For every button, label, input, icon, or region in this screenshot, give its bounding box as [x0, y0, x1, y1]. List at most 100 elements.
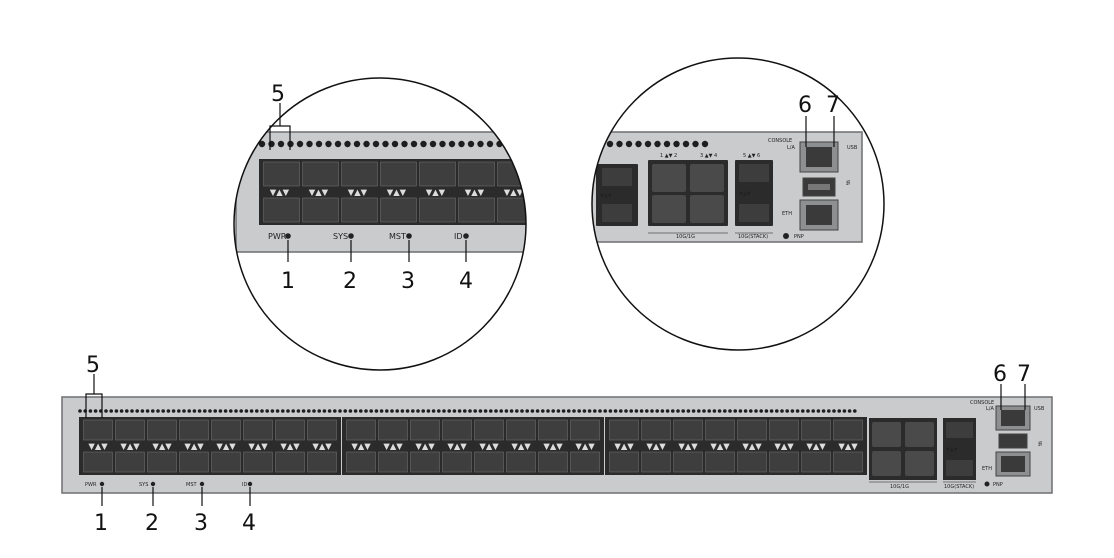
port-status-arrows: ▼▲▼ — [575, 441, 595, 451]
chassis-stack-label: 10G(STACK) — [944, 484, 974, 490]
port-bottom — [419, 197, 456, 223]
mst-label: MST — [389, 232, 406, 241]
port-top — [442, 419, 472, 441]
la-label: L/A — [787, 145, 795, 151]
port-top — [83, 419, 113, 441]
port-status-arrows: ▼▲▼ — [184, 441, 204, 451]
port-status-arrows: ▼▲▼ — [415, 441, 435, 451]
port-top — [179, 419, 209, 441]
vent-hole — [333, 409, 337, 413]
port-bottom — [737, 451, 767, 473]
vent-hole — [268, 140, 275, 148]
vent-hole — [145, 409, 150, 413]
vent-hole — [723, 409, 727, 413]
pwr-label: PWR — [268, 232, 287, 241]
port-top — [302, 161, 339, 187]
left-zoom-port-block: ▼▲▼▼▲▼▼▲▼▼▲▼▼▲▼▼▲▼▼▲▼ — [259, 159, 526, 225]
vent-hole — [265, 409, 270, 413]
vent-hole — [421, 409, 426, 413]
vent-hole — [223, 409, 228, 413]
access-port-blocks: ▼▲▼▼▲▼▼▲▼▼▲▼▼▲▼▼▲▼▼▲▼▼▲▼▼▲▼▼▲▼▼▲▼▼▲▼▼▲▼▼… — [79, 417, 867, 475]
port-top — [419, 161, 456, 187]
vent-hole — [431, 409, 436, 413]
vent-hole — [624, 409, 628, 413]
vent-hole — [712, 409, 717, 413]
vent-hole — [795, 409, 800, 413]
vent-hole — [613, 409, 618, 413]
port-status-arrows: ▼▲▼ — [511, 441, 531, 451]
vent-hole — [322, 409, 327, 413]
port-status-arrows: ▼▲▼ — [348, 187, 368, 197]
vent-hole — [780, 409, 784, 413]
vent-hole — [317, 409, 322, 413]
port-bottom — [833, 451, 863, 473]
port-bottom — [570, 451, 600, 473]
port-bottom — [341, 197, 378, 223]
svg-text:3 ▲▼ 4: 3 ▲▼ 4 — [700, 153, 717, 159]
port-top — [378, 419, 408, 441]
vent-hole — [382, 140, 389, 148]
port-bottom — [380, 197, 417, 223]
mst-led — [406, 233, 412, 239]
port-bottom — [538, 451, 568, 473]
vent-hole — [93, 409, 98, 413]
vent-hole — [520, 409, 524, 413]
callout-7: 7 — [1017, 362, 1031, 387]
port-top — [641, 419, 671, 441]
port-top — [380, 161, 417, 187]
pwr-led — [285, 233, 291, 239]
port-status-arrows: ▼▲▼ — [806, 441, 826, 451]
port-bottom — [673, 451, 703, 473]
vent-hole — [130, 409, 134, 413]
vent-hole — [515, 140, 522, 148]
vent-hole — [759, 409, 763, 413]
vent-hole — [277, 140, 285, 148]
vent-hole — [676, 409, 680, 413]
chassis-pnp-button[interactable] — [984, 481, 990, 487]
sys-label: SYS — [333, 232, 348, 241]
vent-hole — [582, 409, 587, 413]
vent-hole — [203, 409, 207, 413]
port-bottom — [275, 451, 305, 473]
vent-hole — [135, 409, 139, 413]
callout-2-zoom: 2 — [343, 269, 357, 294]
vent-hole — [192, 409, 197, 413]
vent-hole — [258, 140, 266, 148]
vent-hole — [410, 140, 418, 148]
vent-hole — [416, 409, 420, 413]
svg-text:▼▲▼: ▼▲▼ — [946, 447, 958, 453]
vent-hole — [561, 409, 566, 413]
vent-hole — [109, 409, 113, 413]
chassis-pwr-led — [99, 481, 105, 487]
vent-hole — [315, 140, 323, 148]
vent-hole — [353, 140, 361, 148]
vent-hole — [239, 409, 243, 413]
vent-hole — [832, 409, 836, 413]
stack-sfp-block: ▼▲▼ 5 ▲▼ 6 — [735, 153, 773, 226]
vent-hole — [447, 409, 452, 413]
vent-hole — [234, 409, 238, 413]
pnp-button[interactable] — [783, 233, 789, 239]
right-zoom-vent-holes — [606, 140, 709, 148]
port-bottom — [115, 451, 145, 473]
chassis-usb-port[interactable] — [998, 433, 1028, 449]
vent-hole — [208, 409, 212, 413]
vent-hole — [156, 409, 160, 413]
left-zoom-circle — [233, 77, 527, 371]
port-status-arrows: ▼▲▼ — [678, 441, 698, 451]
port-bottom — [458, 197, 495, 223]
port-top — [243, 419, 273, 441]
port-status-arrows: ▼▲▼ — [614, 441, 634, 451]
vent-hole — [182, 409, 186, 413]
port-top — [147, 419, 177, 441]
port-top — [341, 161, 378, 187]
port-top — [506, 419, 536, 441]
vent-hole — [411, 409, 415, 413]
port-bottom — [705, 451, 735, 473]
vent-hole — [691, 409, 696, 413]
vent-hole — [837, 409, 841, 413]
vent-hole — [275, 409, 280, 413]
vent-hole — [119, 409, 124, 413]
vent-hole — [645, 409, 649, 413]
vent-hole — [171, 409, 176, 413]
